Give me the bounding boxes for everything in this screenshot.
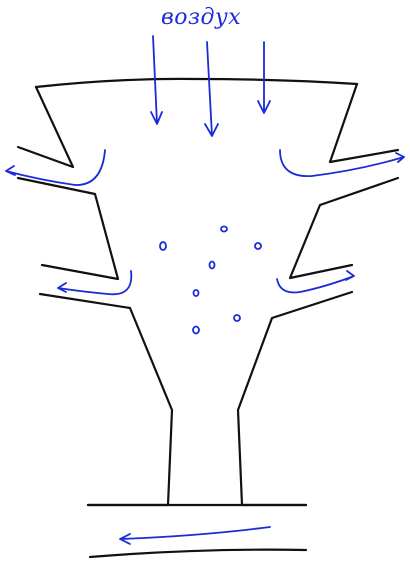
air-arrow-down-1 xyxy=(150,35,163,125)
particle xyxy=(220,225,228,233)
air-arrow-lower-right xyxy=(276,270,355,294)
particle xyxy=(192,325,200,335)
air-arrow-upper-right xyxy=(279,149,405,177)
particles xyxy=(159,225,262,335)
particle xyxy=(192,289,200,297)
particle xyxy=(233,314,241,322)
funnel-top-rim xyxy=(34,77,359,89)
air-out-arrows xyxy=(5,149,405,545)
air-label: воздух xyxy=(161,5,241,30)
particle xyxy=(208,260,216,270)
bottom-pipe xyxy=(86,503,308,559)
particle xyxy=(254,242,262,250)
air-arrow-lower-left xyxy=(57,270,133,296)
air-arrow-upper-left xyxy=(5,149,106,186)
funnel-right-wall xyxy=(236,82,400,507)
particle xyxy=(159,241,167,251)
air-in-arrows xyxy=(150,35,271,137)
air-arrow-bottom-pipe xyxy=(119,526,271,545)
funnel-left-wall xyxy=(16,85,174,507)
air-arrow-down-2 xyxy=(204,41,219,137)
air-arrow-down-3 xyxy=(257,41,271,114)
